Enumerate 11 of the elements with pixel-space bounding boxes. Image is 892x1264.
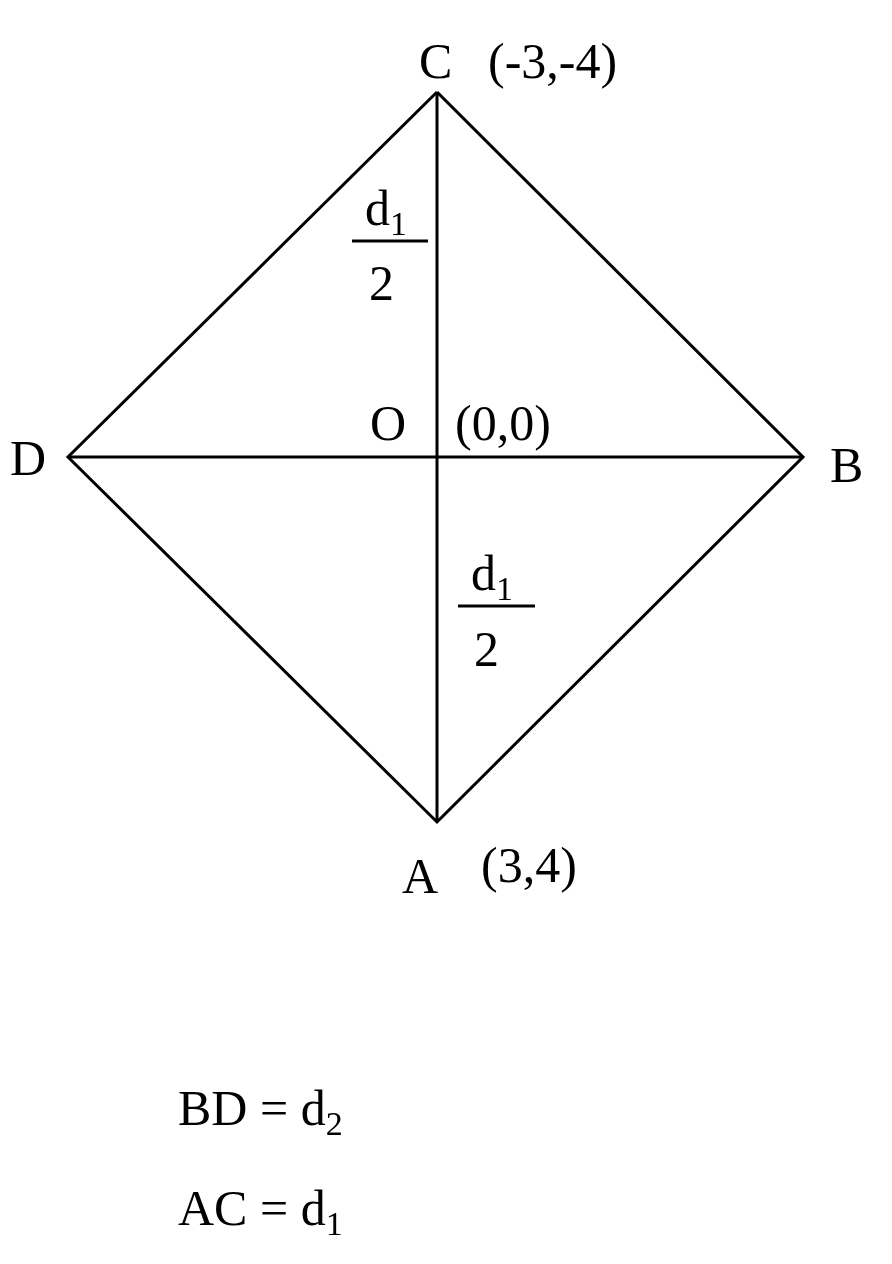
vertex-label: C [419,36,453,86]
vertex-label: B [830,440,864,490]
fraction-numerator: d$_{1}$ [471,548,513,598]
vertex-label: A [402,851,439,901]
equation-text: BD = d$_{2}$ [178,1083,343,1133]
equation-text: AC = d$_{1}$ [178,1183,343,1233]
point-label: O [370,398,407,448]
fraction-denominator: 2 [369,258,394,308]
fraction-numerator: d$_{1}$ [365,183,407,233]
vertex-label: D [10,433,47,483]
fraction-denominator: 2 [474,624,499,674]
